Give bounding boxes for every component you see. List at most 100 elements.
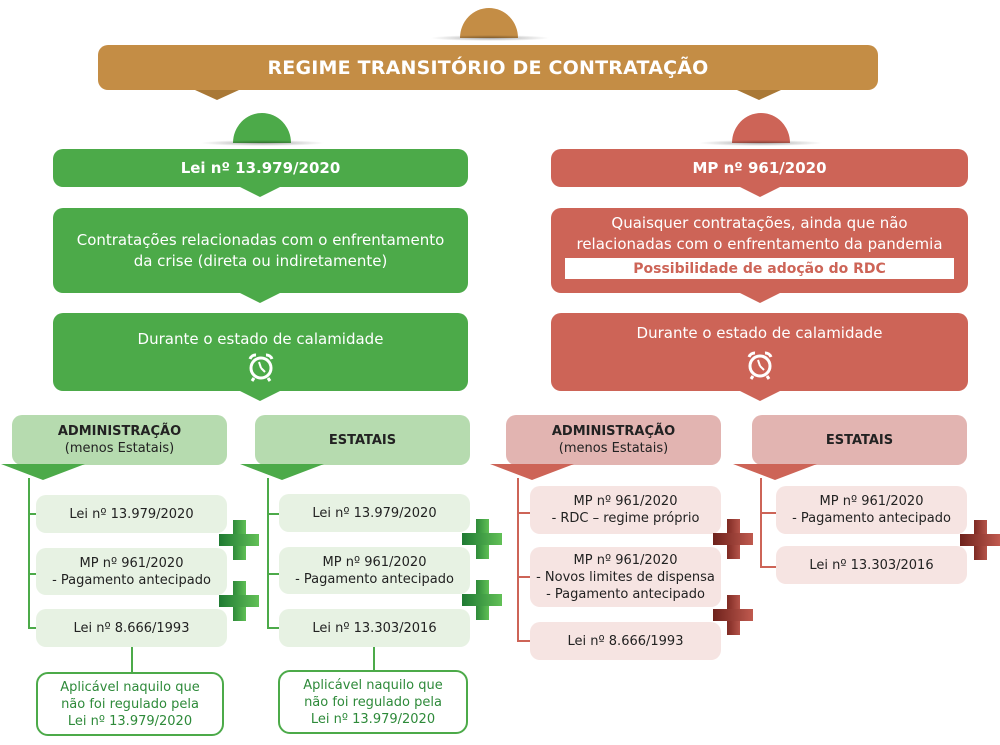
left-admin-note-line1: Aplicável naquilo que: [60, 679, 200, 695]
left-admin-connector-vertical: [28, 478, 30, 628]
left-estatais-item-2-line2: - Pagamento antecipado: [295, 571, 454, 587]
right-admin-connector-3: [517, 640, 537, 642]
right-duration-box: Durante o estado de calamidade: [551, 313, 968, 391]
right-duration-text: Durante o estado de calamidade: [636, 324, 883, 342]
page-title-text: REGIME TRANSITÓRIO DE CONTRATAÇÃO: [267, 56, 709, 79]
left-estatais-item-3-text: Lei nº 13.303/2016: [312, 620, 437, 636]
right-estatais-item-2-text: Lei nº 13.303/2016: [809, 557, 934, 573]
title-dome-shadow: [430, 35, 550, 41]
left-admin-item-1: Lei nº 13.979/2020: [36, 495, 227, 533]
left-estatais-note-line2: não foi regulado pela: [304, 694, 442, 710]
left-duration-box: Durante o estado de calamidade: [53, 313, 468, 391]
right-estatais-item-1-line1: MP nº 961/2020: [819, 494, 924, 509]
left-admin-note-line3: Lei nº 13.979/2020: [67, 713, 193, 729]
plus-icon: [960, 520, 1000, 560]
left-scope-pointer: [240, 293, 280, 303]
rdc-highlight: Possibilidade de adoção do RDC: [565, 258, 954, 279]
left-law-header: Lei nº 13.979/2020: [53, 149, 468, 187]
right-admin-item-1: MP nº 961/2020 - RDC – regime próprio: [530, 486, 721, 534]
left-dome-decoration: [233, 113, 291, 143]
right-scope-line1: Quaisquer contratações, ainda que não: [611, 214, 908, 232]
plus-icon: [462, 519, 502, 559]
right-admin-connector-2: [517, 576, 537, 578]
left-admin-item-2-line1: MP nº 961/2020: [79, 555, 184, 571]
left-admin-header: ADMINISTRAÇÃO (menos Estatais): [12, 415, 227, 465]
left-estatais-funnel: [240, 464, 324, 480]
left-admin-note-connector: [131, 647, 133, 673]
right-law-header-text: MP nº 961/2020: [692, 159, 827, 177]
left-estatais-item-1: Lei nº 13.979/2020: [279, 494, 470, 532]
right-admin-item-1-line1: MP nº 961/2020: [573, 494, 678, 509]
left-scope-text: Contratações relacionadas com o enfrenta…: [76, 230, 445, 270]
plus-icon: [219, 581, 259, 621]
left-estatais-header: ESTATAIS: [255, 415, 470, 465]
right-duration-pointer: [740, 391, 780, 401]
left-estatais-connector-vertical: [267, 478, 269, 628]
right-dome-decoration: [732, 113, 790, 143]
left-admin-item-3-text: Lei nº 8.666/1993: [73, 620, 190, 636]
right-admin-title: ADMINISTRAÇÃO: [551, 424, 676, 439]
left-estatais-connector-3: [267, 627, 287, 629]
left-estatais-note-connector: [373, 647, 375, 671]
right-estatais-funnel: [733, 464, 817, 480]
right-estatais-connector-2: [760, 566, 780, 568]
right-estatais-connector-vertical: [760, 478, 762, 568]
left-estatais-note-line1: Aplicável naquilo que: [303, 677, 443, 693]
left-estatais-item-1-text: Lei nº 13.979/2020: [312, 505, 437, 521]
left-law-header-text: Lei nº 13.979/2020: [180, 159, 341, 177]
left-admin-item-2-line2: - Pagamento antecipado: [52, 572, 211, 588]
right-estatais-item-1-line2: - Pagamento antecipado: [792, 511, 951, 526]
left-admin-subtitle: (menos Estatais): [64, 441, 175, 456]
right-estatais-connector-1: [760, 512, 780, 514]
left-estatais-item-2-line1: MP nº 961/2020: [322, 554, 427, 570]
left-estatais-item-2: MP nº 961/2020 - Pagamento antecipado: [279, 547, 470, 594]
right-admin-item-3-text: Lei nº 8.666/1993: [567, 633, 684, 649]
right-admin-funnel: [490, 464, 574, 480]
left-estatais-title: ESTATAIS: [328, 432, 397, 448]
left-estatais-item-3: Lei nº 13.303/2016: [279, 609, 470, 647]
left-admin-item-1-text: Lei nº 13.979/2020: [69, 506, 194, 522]
title-pointer-left: [195, 90, 239, 100]
right-estatais-title: ESTATAIS: [825, 432, 894, 448]
right-admin-item-3: Lei nº 8.666/1993: [530, 622, 721, 660]
right-admin-item-2: MP nº 961/2020 - Novos limites de dispen…: [530, 547, 721, 607]
plus-icon: [219, 520, 259, 560]
right-admin-item-2-line2: - Novos limites de dispensa: [536, 569, 715, 585]
right-scope-pointer: [740, 293, 780, 303]
plus-icon: [713, 519, 753, 559]
right-dome-shadow: [698, 140, 823, 146]
left-admin-item-3: Lei nº 8.666/1993: [36, 609, 227, 647]
right-estatais-item-2: Lei nº 13.303/2016: [776, 546, 967, 584]
left-admin-item-2: MP nº 961/2020 - Pagamento antecipado: [36, 548, 227, 595]
left-dome-shadow: [200, 140, 325, 146]
right-scope-box: Quaisquer contratações, ainda que não re…: [551, 208, 968, 293]
right-scope-line2: relacionadas com o enfrentamento da pand…: [576, 235, 943, 253]
rdc-highlight-text: Possibilidade de adoção do RDC: [633, 260, 886, 277]
plus-icon: [462, 580, 502, 620]
right-admin-connector-1: [517, 512, 537, 514]
right-admin-header: ADMINISTRAÇÃO (menos Estatais): [506, 415, 721, 465]
right-admin-item-2-line1: MP nº 961/2020: [573, 552, 678, 568]
left-admin-note: Aplicável naquilo que não foi regulado p…: [36, 672, 224, 736]
left-admin-note-line2: não foi regulado pela: [61, 696, 199, 712]
title-dome-decoration: [460, 8, 518, 38]
left-admin-funnel: [1, 464, 85, 480]
left-duration-pointer: [240, 391, 280, 401]
plus-icon: [713, 595, 753, 635]
left-admin-title: ADMINISTRAÇÃO: [57, 424, 182, 439]
left-duration-text: Durante o estado de calamidade: [137, 330, 384, 348]
right-estatais-item-1: MP nº 961/2020 - Pagamento antecipado: [776, 486, 967, 534]
right-admin-subtitle: (menos Estatais): [558, 441, 669, 456]
right-estatais-header: ESTATAIS: [752, 415, 967, 465]
right-law-header: MP nº 961/2020: [551, 149, 968, 187]
alarm-clock-icon: [747, 351, 773, 380]
right-admin-connector-vertical: [517, 478, 519, 642]
left-scope-box: Contratações relacionadas com o enfrenta…: [53, 208, 468, 293]
alarm-clock-icon: [248, 353, 274, 382]
title-pointer-right: [737, 90, 781, 100]
right-admin-item-1-line2: - RDC – regime próprio: [551, 511, 700, 526]
left-estatais-note-line3: Lei nº 13.979/2020: [310, 711, 436, 727]
right-header-pointer: [740, 187, 780, 197]
left-header-pointer: [240, 187, 280, 197]
left-estatais-connector-2: [267, 573, 287, 575]
